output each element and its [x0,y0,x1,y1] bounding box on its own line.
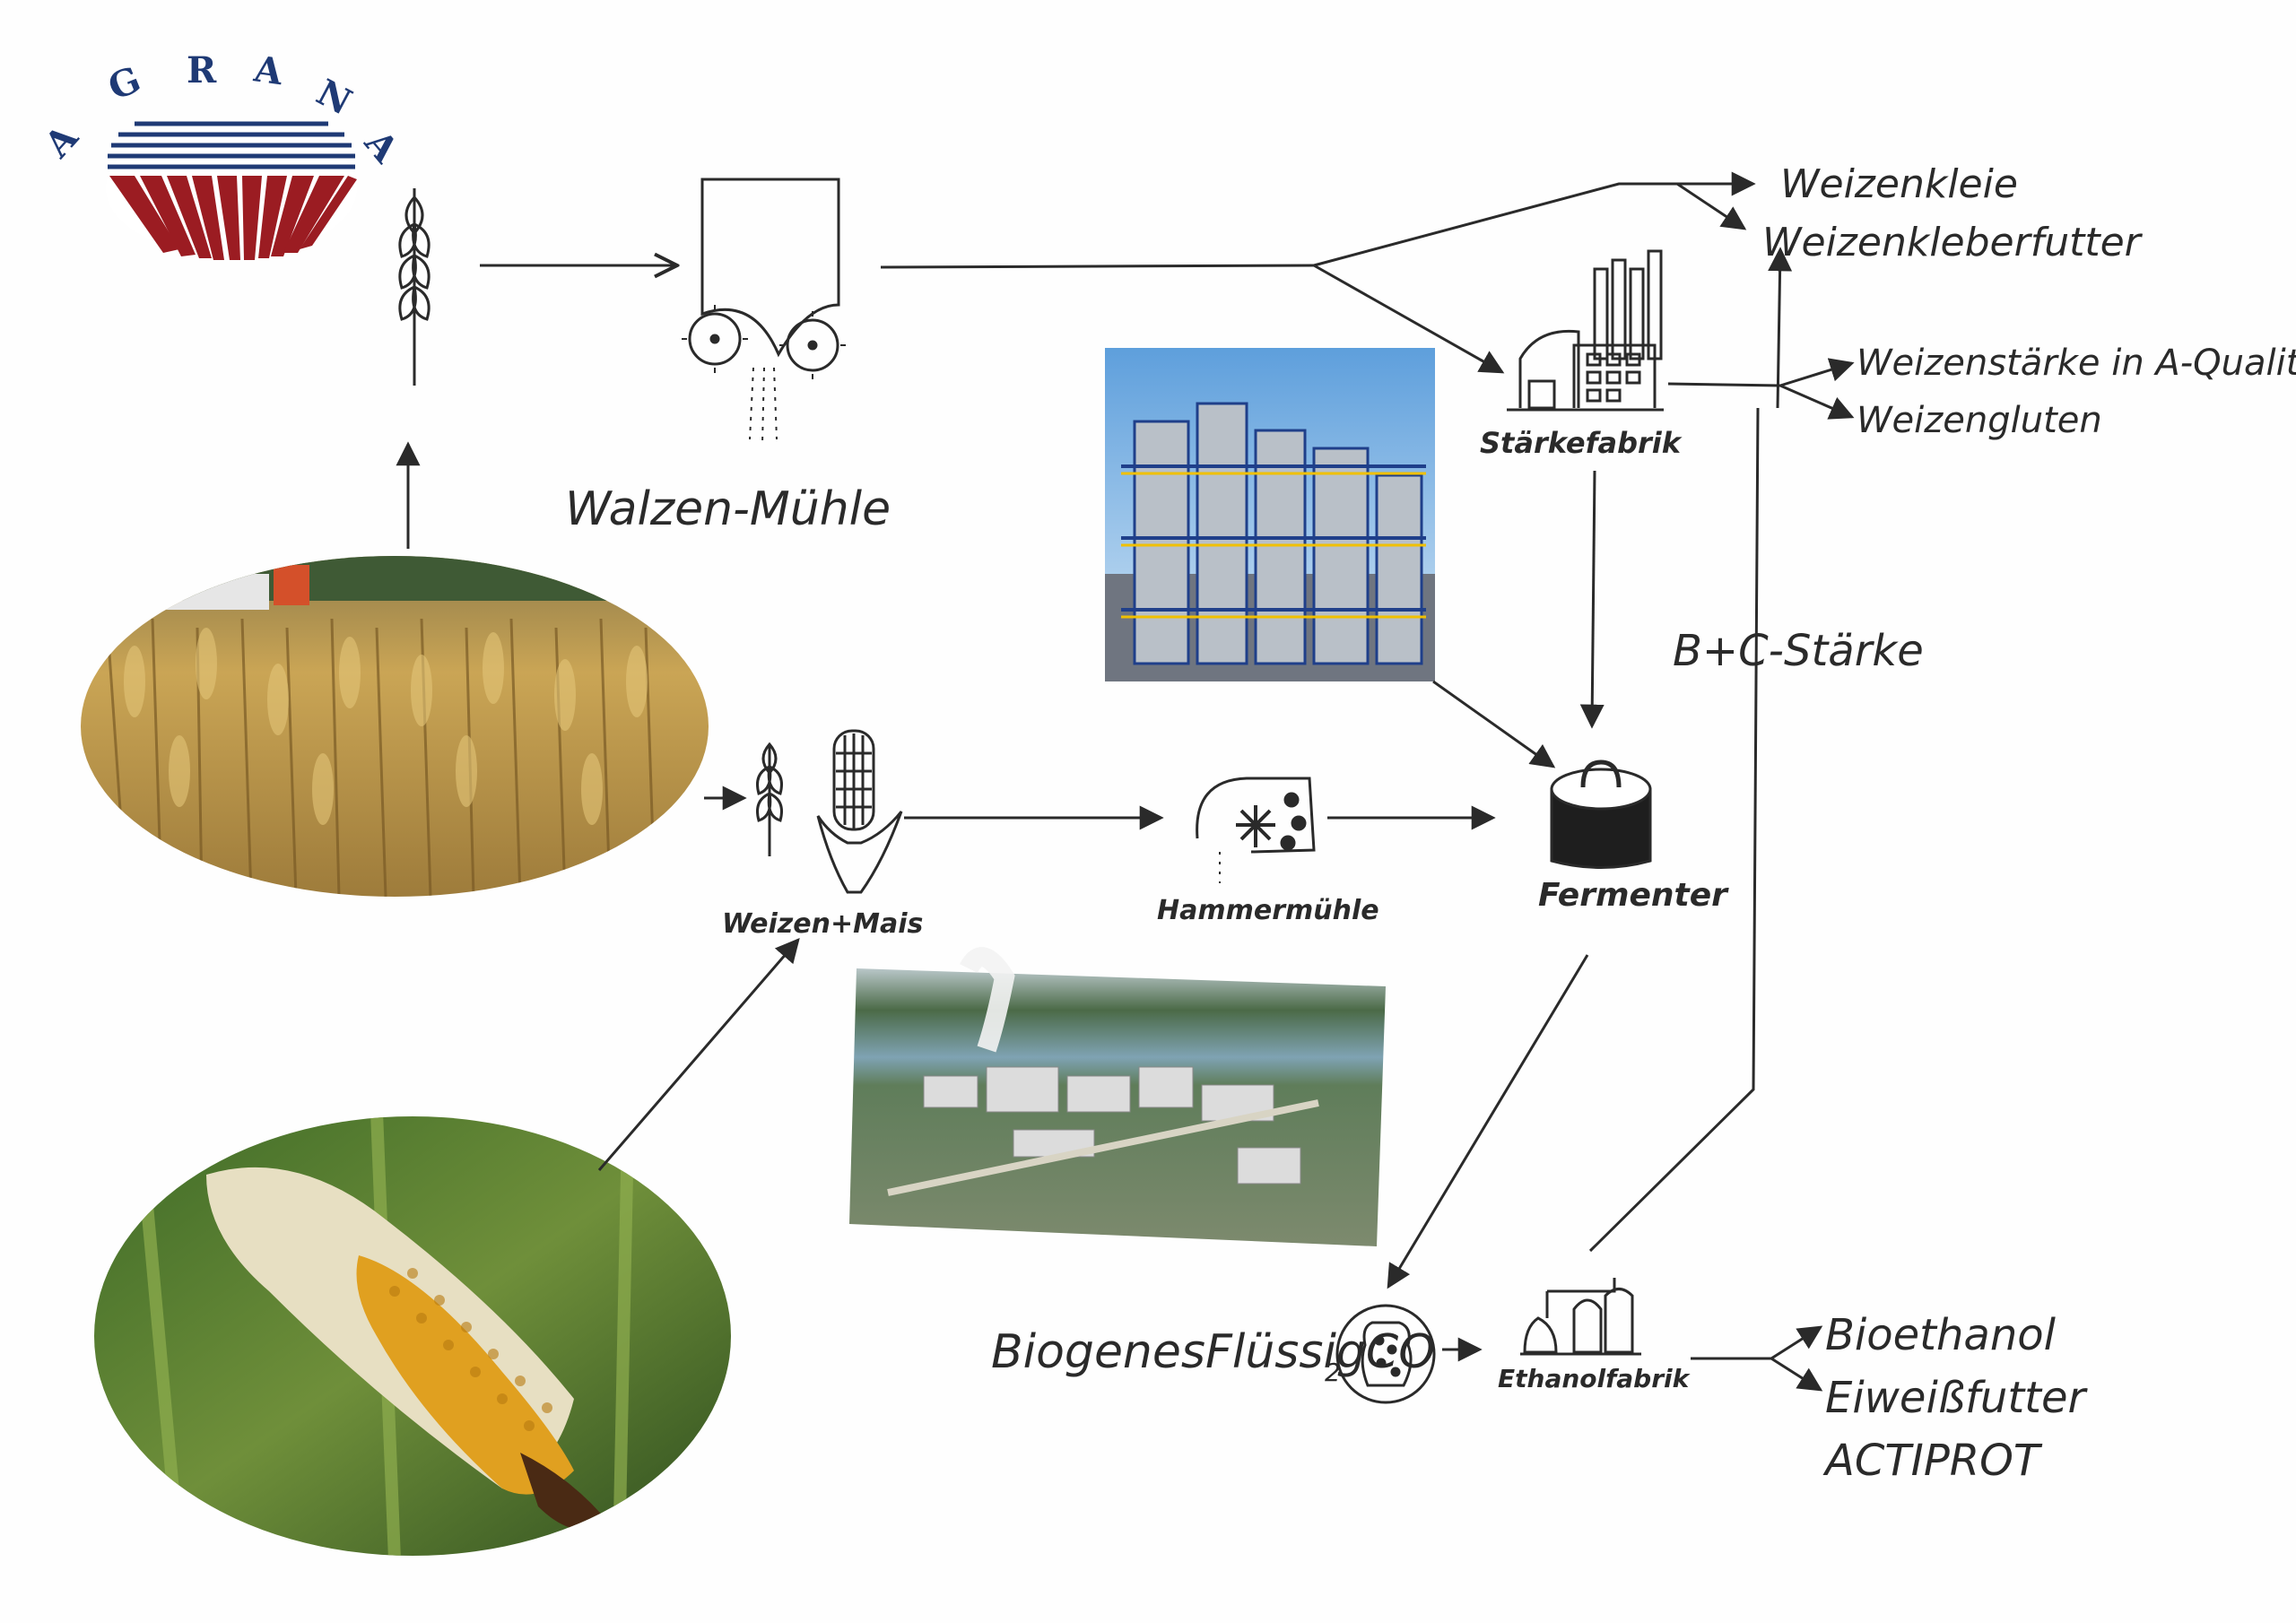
walzen-muehle-label: Walzen-Mühle [565,482,891,536]
line-bc-staerke-up [1588,407,1760,1253]
product-eiweissfutter: Eiweißfutter [1825,1373,2089,1423]
product-actiprot: ACTIPROT [1822,1436,2043,1486]
arrow-to-weizenkleberfutter-up [1768,247,1793,409]
arrow-to-staerkefabrik [1313,264,1505,374]
line-mill-out [880,264,1315,269]
products-top: Weizenkleie Weizenkleberfutter [1762,161,2144,265]
wheat-field-photo [81,556,709,897]
flow-arrows [396,171,1855,1392]
products-starch: Weizenstärke in A-Qualität Weizengluten [1857,343,2296,441]
product-bioethanol: Bioethanol [1825,1310,2057,1360]
weizen-mais-label: Weizen+Mais [722,908,923,940]
fermenter-icon [1550,759,1652,869]
wheat-ear-icon [398,188,430,386]
agrana-logo: A G R A N A [36,48,407,260]
arrow-photo-to-fermenter [1432,680,1556,768]
logo-letter: A [251,48,286,93]
arrow-corn-to-mais [597,937,800,1171]
logo-letter: A [36,116,87,166]
product-weizenkleberfutter: Weizenkleberfutter [1762,220,2144,265]
roller-mill-icon [682,178,846,445]
logo-letter: G [102,58,146,108]
co2-subscript: 2 [1325,1358,1341,1387]
arrow-staerkefabrik-to-fermenter [1579,470,1605,729]
product-weizengluten: Weizengluten [1857,400,2102,441]
aerial-plant-photo [849,947,1386,1246]
ethanolfabrik-label: Ethanolfabrik [1498,1364,1692,1393]
staerkefabrik-label: Stärkefabrik [1480,426,1683,460]
logo-field-emblem [106,121,357,260]
logo-letter: A [356,121,407,170]
arrow-to-weizenkleberfutter [1676,182,1747,230]
arrow-fermenter-to-co2 [1387,954,1589,1289]
hammer-mill-icon [1196,777,1316,883]
corn-icon [816,729,903,894]
fermenter-label: Fermenter [1538,877,1729,914]
line-starch-out [1667,382,1781,387]
ethanol-plant-icon [1520,1278,1641,1356]
arrow-to-weizengluten [1779,384,1855,420]
wheat-ear-icon [756,742,783,856]
product-weizenkleie: Weizenkleie [1780,161,2018,207]
biogenes-co2-label: BiogenesFlüssigCO [991,1325,1435,1379]
co2-bubble-icon [1335,1304,1436,1404]
corn-cob-photo [94,1116,731,1556]
arrow-to-bioethanol [1770,1325,1823,1360]
logo-letter: R [187,49,217,91]
hammermuehle-label: Hammermühle [1157,895,1379,926]
arrow-to-eiweissfutter [1770,1357,1823,1392]
logo-letter: N [309,71,358,124]
factory-icon [1507,249,1664,412]
arrow-to-weizenkleie [1313,171,1756,267]
arrow-to-weizenstaerke [1779,358,1855,387]
bc-staerke-label: B+C-Stärke [1673,626,1924,676]
product-weizenstaerke: Weizenstärke in A-Qualität [1857,343,2296,384]
starch-plant-photo [1105,348,1435,681]
products-ethanol: Bioethanol Eiweißfutter ACTIPROT [1822,1310,2089,1486]
